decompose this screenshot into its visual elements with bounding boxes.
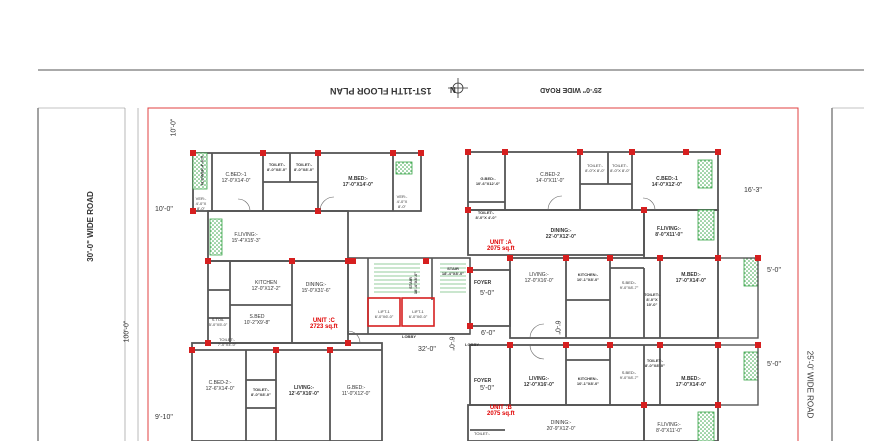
dim-mid-left: 10'-0" <box>155 206 173 213</box>
planter-left-mid <box>209 218 223 256</box>
planter-right-mbed-a <box>743 257 759 287</box>
room-foyer2: FOYER <box>474 378 492 384</box>
room-toilet-right-5: TOILET:-8'-0"X8'-0" <box>645 358 665 368</box>
room-fliving-right-b: F.LIVING:-8'-0"X11'-0" <box>656 422 682 434</box>
structural-columns <box>189 149 761 408</box>
room-living-left: LIVING:-12'-6"X16'-0" <box>288 385 320 397</box>
room-fliving-left: F.LIVING:-15'-4"X15'-3" <box>231 232 261 244</box>
room-ver-left-1: VER:-4'-0"X 8'-0" <box>195 196 207 211</box>
room-toilet-right-6: TOILET:- <box>474 431 490 436</box>
room-cbed2-left: C.BED-2:-12'-6"X14'-0" <box>205 380 235 392</box>
dim-right-2: 5'-0" <box>767 267 781 274</box>
planter-right-top <box>697 159 713 189</box>
room-sbed-right-a: S.BED:-9'-0"X8'-7" <box>619 280 639 290</box>
room-fliving-right: F.LIVING:-8'-0"X11'-0" <box>655 226 683 238</box>
north-compass-icon <box>448 78 468 98</box>
room-foyer1: FOYER <box>474 280 492 286</box>
room-toilet-right-1: TOILET:-8'-0"X 8'-0" <box>585 163 605 173</box>
dim-right-3: 5'-0" <box>767 361 781 368</box>
room-flower-left: FLOWER 4'-6"X <box>199 155 205 186</box>
dim-center-6b: 6'-0" <box>447 336 455 351</box>
road-right-label: 25'-0' WIDE ROAD <box>805 350 815 419</box>
room-mbed-right-a: M.BED:-17'-0"X14'-0" <box>675 272 707 284</box>
dim-center-5b: 5'-0" <box>480 385 494 392</box>
room-ver-left-2: VER:-4'-0"X 8'-0" <box>396 194 408 209</box>
site-boundary <box>147 107 799 441</box>
door-swings <box>237 195 656 360</box>
planter-right-fliving <box>697 209 715 241</box>
compass-north-label: N <box>450 85 456 94</box>
room-toilet-left-2: TOILET:-8'-0"X8'-0" <box>294 162 314 172</box>
room-toilet-right-4: TOILET:-8'-0"X 10'-0" <box>644 292 661 307</box>
left-block-walls <box>191 152 422 441</box>
room-mbed-right-b: M.BED:-17'-0"X14'-0" <box>675 376 707 388</box>
room-kitchen-right-b: KITCHEN:-10'-1"X8'-0" <box>576 376 600 386</box>
room-living-right-a: LIVING:-12'-0"X16'-0" <box>524 272 554 284</box>
dim-bottom-left: 9'-10" <box>155 414 173 421</box>
dim-center-6c: 6'-0" <box>553 320 561 335</box>
room-dining-right-b: DINING:-20'-9"X12'-0" <box>546 420 576 432</box>
room-dining-right-a: DINING:-22'-0"X12'-0" <box>545 228 577 240</box>
road-left-label: 30'-0" WIDE ROAD <box>85 191 95 262</box>
road-top-label: 25'-0" WIDE ROAD <box>540 86 602 93</box>
room-lobby1: LOBBY <box>402 334 416 339</box>
room-lobby2: LOBBY <box>465 342 479 347</box>
room-toilet-left-1: TOILET:-8'-0"X8'-0" <box>267 162 287 172</box>
planter-right-mbed-b <box>743 351 759 381</box>
room-sbed-right-b: S.BED:-9'-0"X8'-7" <box>619 370 639 380</box>
stair-treads <box>374 263 466 293</box>
room-gbed-left: G.BED:-11'-0"X12'-0" <box>341 385 371 397</box>
room-toilet-right-3: TOILET:-8'-0"X 4'-0" <box>475 210 497 220</box>
right-balcony <box>717 257 759 406</box>
room-dining-left: DINING:-15'-0"X31'-6" <box>301 282 331 294</box>
dim-left-total: 100'-0" <box>123 320 131 343</box>
room-toilet-left-4: TOILET:-8'-0"X8'-0" <box>251 387 271 397</box>
dim-right-1: 16'-3" <box>744 187 762 194</box>
planter-left-top <box>192 152 208 190</box>
plan-title: 1ST-11TH FLOOR PLAN <box>330 86 432 96</box>
room-living-right-b: LIVING:-12'-0"X16'-0" <box>523 376 555 388</box>
dim-center-5a: 5'-0" <box>480 290 494 297</box>
room-gbed-right: G.BED:-10'-6"X12'-0" <box>475 176 501 186</box>
planter-left-ver <box>395 161 413 175</box>
dim-center-32: 32'-0" <box>418 346 436 353</box>
room-toilet-left-3: TOILET:-7'-0"X4'-0" <box>217 337 237 347</box>
dim-center-6a: 6'-0" <box>481 330 495 337</box>
room-kitchen-right-a: KITCHEN:-10'-1"X8'-0" <box>576 272 600 282</box>
room-toilet-right-2: TOILET:-8'-0"X 8'-0" <box>610 163 630 173</box>
right-block-walls <box>467 151 719 441</box>
dim-top-left: 10'-0" <box>170 118 178 137</box>
room-mbed-left: M.BED:-17'-0"X14'-0" <box>342 176 374 188</box>
planter-right-bottom <box>697 411 715 441</box>
